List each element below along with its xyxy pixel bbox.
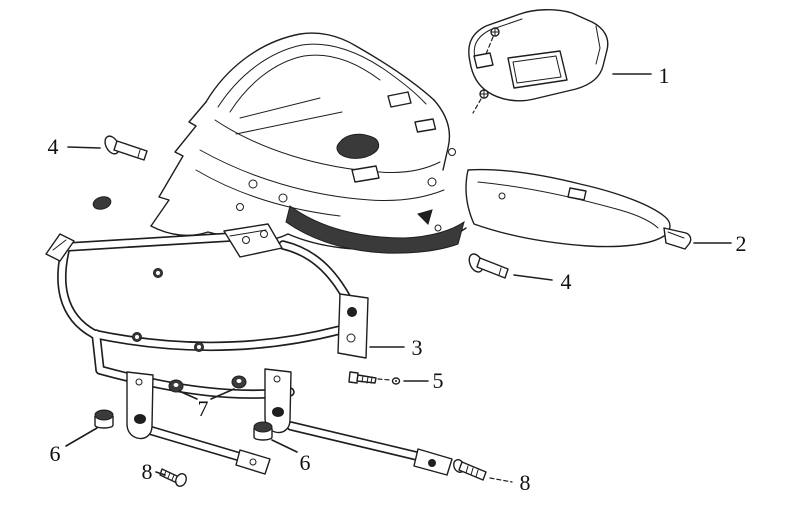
callout-label-3: 3 bbox=[412, 335, 423, 360]
callout-label-6-left: 6 bbox=[50, 441, 61, 466]
front-cover-drawing bbox=[92, 32, 467, 254]
callout-labels: 1 2 3 4 4 5 6 6 7 8 8 bbox=[48, 63, 747, 495]
screw-8-left-drawing bbox=[159, 468, 187, 487]
speedometer-assembly-drawing bbox=[468, 9, 609, 114]
bolt-4-right-drawing bbox=[468, 253, 509, 279]
screw-8-right-drawing bbox=[453, 459, 487, 481]
callout-label-5: 5 bbox=[433, 368, 444, 393]
grommet-right-drawing bbox=[253, 421, 273, 441]
callout-label-8-left: 8 bbox=[142, 459, 153, 484]
callout-label-8-right: 8 bbox=[520, 470, 531, 495]
bolt-5-drawing bbox=[348, 371, 401, 385]
callout-label-1: 1 bbox=[659, 63, 670, 88]
bolt-4-left-drawing bbox=[104, 135, 148, 161]
callout-label-4-right: 4 bbox=[561, 269, 572, 294]
grommet-left-drawing bbox=[94, 409, 114, 429]
damper-right-drawing bbox=[231, 375, 247, 389]
damper-left-drawing bbox=[168, 379, 184, 393]
callout-label-4-left: 4 bbox=[48, 134, 59, 159]
callout-label-7: 7 bbox=[198, 396, 209, 421]
carrier-bracket-drawing bbox=[45, 223, 453, 476]
callout-label-6-right: 6 bbox=[300, 450, 311, 475]
callout-leader-lines bbox=[65, 73, 732, 483]
callout-label-2: 2 bbox=[736, 231, 747, 256]
side-cover-drawing bbox=[465, 168, 692, 250]
